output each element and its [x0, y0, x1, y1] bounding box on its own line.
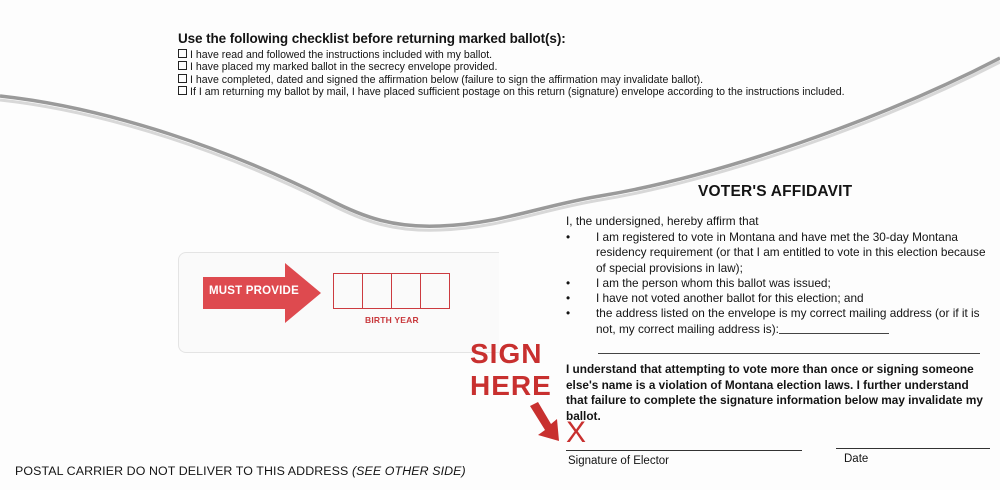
affidavit-warning: I understand that attempting to vote mor…: [566, 362, 983, 423]
affidavit-title: VOTER'S AFFIDAVIT: [698, 183, 853, 200]
signature-x-mark: X: [566, 416, 587, 449]
postal-notice: POSTAL CARRIER DO NOT DELIVER TO THIS AD…: [15, 464, 466, 478]
sign-here-arrow-icon: [530, 402, 559, 441]
bullet-icon: •: [566, 275, 571, 290]
birth-year-digit-box[interactable]: [421, 274, 449, 308]
affidavit-statement: • I am the person whom this ballot was is…: [566, 276, 986, 291]
affidavit-statement: • I have not voted another ballot for thi…: [566, 291, 986, 306]
checklist-title: Use the following checklist before retur…: [178, 31, 566, 46]
affidavit-statement: • I am registered to vote in Montana and …: [566, 230, 986, 276]
signature-field[interactable]: [566, 450, 802, 451]
signature-label: Signature of Elector: [568, 455, 670, 467]
affidavit-statement: • the address listed on the envelope is m…: [566, 306, 986, 337]
date-label: Date: [844, 453, 869, 465]
affidavit-statement-text: I am the person whom this ballot was iss…: [596, 275, 831, 290]
must-provide-label: MUST PROVIDE: [209, 285, 299, 297]
affidavit-statements: • I am registered to vote in Montana and …: [566, 230, 986, 337]
affidavit-statement-text: I have not voted another ballot for this…: [596, 291, 864, 306]
checkbox-icon[interactable]: [178, 49, 187, 58]
checklist-item-text: I have completed, dated and signed the a…: [190, 73, 704, 86]
mailing-address-line-2[interactable]: [598, 353, 980, 354]
sign-here-line1: SIGN: [470, 338, 543, 369]
birth-year-digit-box[interactable]: [334, 274, 363, 308]
affidavit-statement-text: I am registered to vote in Montana and h…: [596, 230, 986, 275]
sign-here-line2: HERE: [470, 370, 552, 401]
bullet-icon: •: [566, 291, 571, 306]
affidavit-statement-text: the address listed on the envelope is my…: [596, 306, 980, 336]
checkbox-icon[interactable]: [178, 61, 187, 71]
bullet-icon: •: [566, 306, 571, 321]
checklist-item-text: I have placed my marked ballot in the se…: [190, 61, 498, 74]
affidavit-intro: I, the undersigned, hereby affirm that: [566, 214, 759, 228]
checklist-item: I have placed my marked ballot in the se…: [178, 61, 878, 73]
bullet-icon: •: [566, 230, 571, 244]
birth-year-field[interactable]: [333, 273, 450, 309]
checkbox-icon[interactable]: [178, 86, 187, 96]
mailing-address-field[interactable]: [778, 323, 889, 334]
checklist-item-text: If I am returning my ballot by mail, I h…: [190, 86, 845, 99]
checklist-item-text: I have read and followed the instruction…: [190, 49, 493, 61]
must-provide-arrow-icon: [203, 263, 321, 323]
checkbox-icon[interactable]: [178, 73, 187, 83]
birth-year-digit-box[interactable]: [392, 274, 421, 308]
sign-here-label: SIGN HERE: [470, 338, 552, 402]
postal-notice-note: (SEE OTHER SIDE): [351, 464, 466, 478]
checklist-item: I have read and followed the instruction…: [178, 49, 878, 61]
checklist-item: If I am returning my ballot by mail, I h…: [178, 86, 878, 98]
postal-notice-text: POSTAL CARRIER DO NOT DELIVER TO THIS AD…: [15, 464, 349, 478]
checklist-item: I have completed, dated and signed the a…: [178, 73, 878, 86]
checklist-items: I have read and followed the instruction…: [178, 49, 878, 99]
date-field[interactable]: [836, 448, 990, 449]
birth-year-digit-box[interactable]: [363, 274, 392, 308]
return-checklist: Use the following checklist before retur…: [178, 31, 878, 99]
birth-year-label: BIRTH YEAR: [365, 315, 419, 325]
